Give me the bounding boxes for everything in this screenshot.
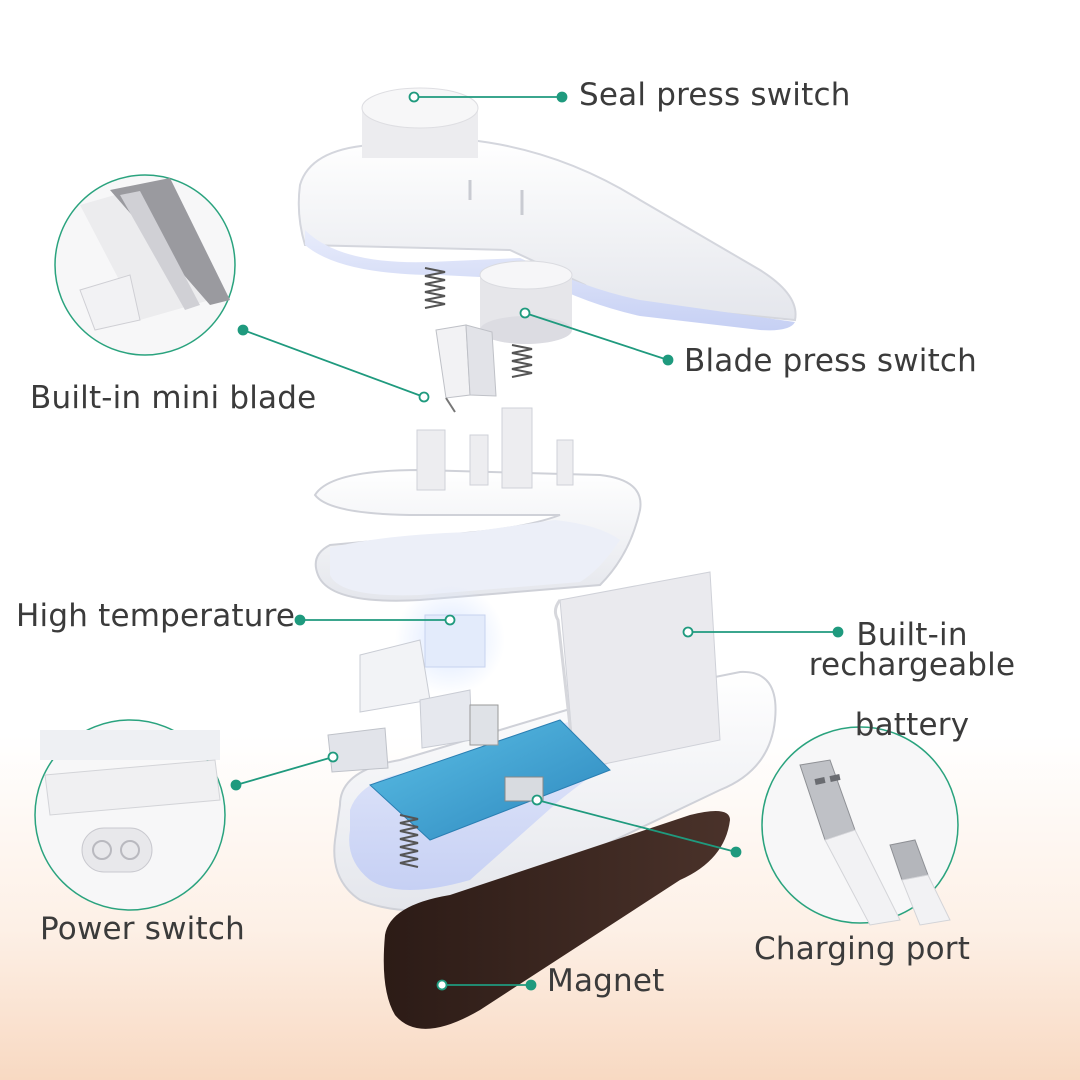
leader-magnet: [436, 979, 537, 991]
label-charging-port: Charging port: [754, 931, 971, 967]
label-power-switch: Power switch: [40, 911, 245, 947]
usb-cable-detail-icon: [761, 726, 959, 926]
leader-blade-press: [519, 307, 674, 366]
label-built-in-mini-blade: Built-in mini blade: [30, 380, 317, 416]
label-seal-press-switch: Seal press switch: [579, 77, 851, 113]
leader-battery: [682, 626, 844, 638]
blade-detail-icon: [54, 174, 236, 356]
label-magnet: Magnet: [547, 963, 665, 999]
label-built-in-rechargeable-battery: Built-in rechargeable battery: [757, 590, 1067, 770]
heating-element: [359, 585, 505, 749]
label-blade-press-switch: Blade press switch: [684, 343, 978, 379]
label-battery-line1: Built-in rechargeable: [808, 617, 1016, 683]
leader-seal-press: [408, 91, 568, 103]
leader-charging-port: [531, 794, 742, 858]
label-battery-line2: battery: [854, 707, 970, 743]
leader-mini-blade: [237, 324, 430, 403]
spring-right: [511, 344, 533, 378]
leader-high-temperature: [294, 614, 456, 626]
power-switch-detail-icon: [34, 719, 226, 911]
leader-lines: [230, 91, 844, 991]
magnet-plate: [383, 811, 730, 1029]
label-high-temperature: High temperature: [16, 598, 296, 634]
spring-bottom: [399, 814, 419, 868]
battery-pack: [553, 571, 721, 771]
middle-plate: [313, 407, 642, 602]
leader-power-switch: [230, 751, 339, 791]
blade-press-cylinder: [479, 260, 573, 344]
spring-left: [424, 267, 446, 309]
blade-holder: [435, 324, 497, 413]
